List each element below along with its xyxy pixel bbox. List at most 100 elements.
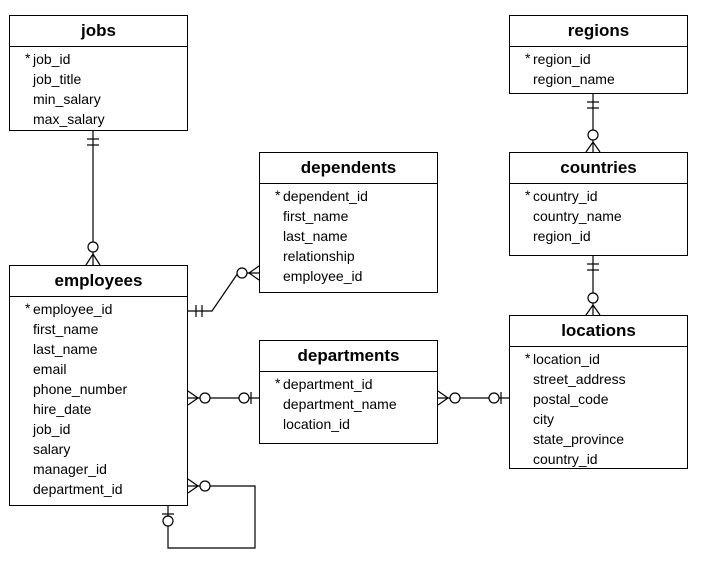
- field: street_address: [510, 369, 687, 389]
- field-name: job_id: [33, 51, 71, 67]
- field: job_title: [10, 69, 187, 89]
- relation-employees-self: [162, 478, 256, 549]
- field-name: relationship: [283, 248, 355, 264]
- field-name: employee_id: [33, 301, 113, 317]
- field-name: min_salary: [33, 91, 101, 107]
- entity-title: departments: [260, 341, 437, 372]
- field-name: street_address: [533, 371, 626, 387]
- entity-regions[interactable]: regions *region_id region_name: [509, 15, 688, 94]
- field-name: region_name: [533, 71, 615, 87]
- entity-title: employees: [10, 266, 187, 297]
- primary-key-marker: *: [25, 300, 31, 316]
- field-name: first_name: [283, 208, 349, 224]
- field: email: [10, 359, 187, 379]
- field: city: [510, 409, 687, 429]
- primary-key-field: *employee_id: [10, 299, 187, 319]
- field-name: country_id: [533, 188, 598, 204]
- field-name: department_id: [283, 376, 373, 392]
- field-name: phone_number: [33, 381, 128, 397]
- field-name: postal_code: [533, 391, 609, 407]
- primary-key-marker: *: [525, 350, 531, 366]
- entity-title: dependents: [260, 153, 437, 184]
- relation-locations-departments: [437, 390, 509, 406]
- field-list: *job_id job_title min_salary max_salary: [10, 47, 187, 129]
- field: country_id: [510, 449, 687, 469]
- field-name: location_id: [283, 416, 350, 432]
- field: last_name: [260, 226, 437, 246]
- field: region_name: [510, 69, 687, 89]
- primary-key-field: *job_id: [10, 49, 187, 69]
- field-list: *department_id department_name location_id: [260, 372, 437, 434]
- field: manager_id: [10, 459, 187, 479]
- relation-employees-dependents: [188, 265, 260, 317]
- entity-title: regions: [510, 16, 687, 47]
- entity-dependents[interactable]: dependents *dependent_id first_name last_n…: [259, 152, 438, 293]
- field: region_id: [510, 226, 687, 246]
- field: salary: [10, 439, 187, 459]
- primary-key-marker: *: [25, 50, 31, 66]
- field: job_id: [10, 419, 187, 439]
- field: employee_id: [260, 266, 437, 286]
- field-name: state_province: [533, 431, 625, 447]
- field-name: employee_id: [283, 268, 363, 284]
- primary-key-marker: *: [275, 187, 281, 203]
- field-name: max_salary: [33, 111, 105, 127]
- entity-title: locations: [510, 316, 687, 347]
- field: phone_number: [10, 379, 187, 399]
- field-name: salary: [33, 441, 71, 457]
- field-name: region_id: [533, 228, 591, 244]
- primary-key-marker: *: [275, 375, 281, 391]
- relation-jobs-employees: [85, 131, 101, 266]
- primary-key-field: *location_id: [510, 349, 687, 369]
- field-name: hire_date: [33, 401, 92, 417]
- field-name: last_name: [33, 341, 98, 357]
- primary-key-marker: *: [525, 50, 531, 66]
- field: postal_code: [510, 389, 687, 409]
- primary-key-field: *department_id: [260, 374, 437, 394]
- field: max_salary: [10, 109, 187, 129]
- entity-countries[interactable]: countries *country_id country_name region_…: [509, 152, 688, 256]
- field-name: first_name: [33, 321, 99, 337]
- field-name: department_id: [33, 481, 123, 497]
- entity-title: jobs: [10, 16, 187, 47]
- field-name: country_name: [533, 208, 622, 224]
- field: location_id: [260, 414, 437, 434]
- field-name: last_name: [283, 228, 348, 244]
- entity-title: countries: [510, 153, 687, 184]
- field-name: manager_id: [33, 461, 107, 477]
- field-name: country_id: [533, 451, 598, 467]
- entity-employees[interactable]: employees *employee_id first_name last_nam…: [9, 265, 188, 506]
- primary-key-field: *country_id: [510, 186, 687, 206]
- field: department_name: [260, 394, 437, 414]
- relation-countries-locations: [585, 256, 601, 316]
- field-name: dependent_id: [283, 188, 368, 204]
- entity-departments[interactable]: departments *department_id department_nam…: [259, 340, 438, 444]
- field: first_name: [10, 319, 187, 339]
- field-name: location_id: [533, 351, 600, 367]
- field: relationship: [260, 246, 437, 266]
- field-list: *country_id country_name region_id: [510, 184, 687, 246]
- field-name: job_title: [33, 71, 82, 87]
- primary-key-marker: *: [525, 187, 531, 203]
- field: min_salary: [10, 89, 187, 109]
- field: hire_date: [10, 399, 187, 419]
- field-name: city: [533, 411, 554, 427]
- field-name: job_id: [33, 421, 71, 437]
- relation-regions-countries: [585, 94, 601, 153]
- field-list: *dependent_id first_name last_name relation…: [260, 184, 437, 286]
- primary-key-field: *region_id: [510, 49, 687, 69]
- field: state_province: [510, 429, 687, 449]
- field-name: region_id: [533, 51, 591, 67]
- field-name: department_name: [283, 396, 397, 412]
- field: last_name: [10, 339, 187, 359]
- primary-key-field: *dependent_id: [260, 186, 437, 206]
- entity-jobs[interactable]: jobs *job_id job_title min_salary max_salar…: [9, 15, 188, 131]
- field-name: email: [33, 361, 67, 377]
- relation-departments-employees: [187, 390, 259, 406]
- field: first_name: [260, 206, 437, 226]
- field: department_id: [10, 479, 187, 499]
